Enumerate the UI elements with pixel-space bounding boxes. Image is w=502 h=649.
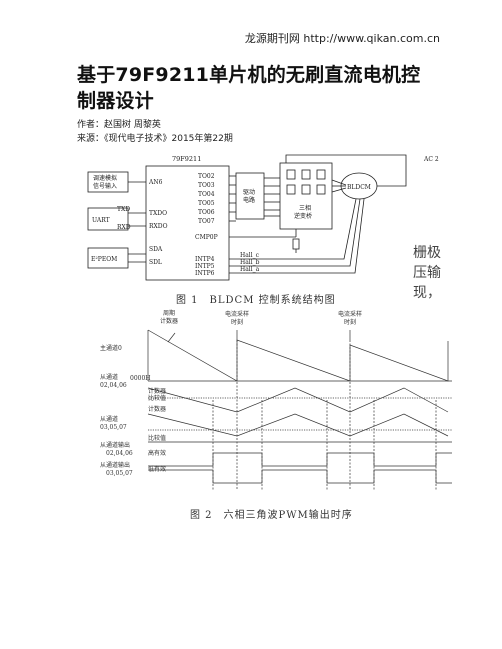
speed-input-line1: 调速模拟 xyxy=(93,174,117,182)
period-counter-line2: 计数器 xyxy=(160,317,178,325)
pin-cmp0p: CMP0P xyxy=(195,234,218,241)
article-source: 来源：《现代电子技术》2015年第22期 xyxy=(77,134,233,144)
uart-block xyxy=(87,207,129,231)
hall-a: Hall_a xyxy=(240,266,260,273)
sample1-line2: 时刻 xyxy=(231,318,243,326)
pin-to02: TO02 xyxy=(198,173,215,180)
compare1-label: 比较值 xyxy=(148,394,166,402)
inverter-line2: 逆变桥 xyxy=(294,212,312,220)
slave1-line2: 02,04,06 xyxy=(100,382,127,389)
counter1-label: 计数器 xyxy=(148,387,166,395)
chip-box xyxy=(145,165,230,281)
master-label: 主通道0 xyxy=(100,344,122,352)
chip-name: 79F9211 xyxy=(172,155,201,163)
out1-line1: 从通道输出 xyxy=(100,441,130,449)
site-header: 龙源期刊网 http://www.qikan.com.cn xyxy=(244,32,440,45)
article-author: 作者：赵国树 周黎英 xyxy=(77,120,161,130)
out1-level: 高有效 xyxy=(148,449,166,457)
pin-to04: TO04 xyxy=(198,191,215,198)
pin-sda: SDA xyxy=(149,246,163,253)
pin-to03: TO03 xyxy=(198,182,215,189)
txd-label: TXD xyxy=(117,206,130,213)
slave1-triangle xyxy=(147,387,449,413)
output2-pwm xyxy=(148,469,452,484)
out2-line2: 03,05,07 xyxy=(106,470,133,477)
sample2-line2: 时刻 xyxy=(344,318,356,326)
compare2-label: 比较值 xyxy=(148,434,166,442)
article-title: 基于79F9211单片机的无刷直流电机控制器设计 xyxy=(77,64,421,112)
eeprom-block xyxy=(87,247,129,269)
pin-intp6: INTP6 xyxy=(195,270,215,277)
drive-circuit-block xyxy=(235,172,265,220)
sense-resistor xyxy=(292,238,300,250)
rxd-label: RXD xyxy=(117,224,131,231)
sample1-line1: 电流采样 xyxy=(225,310,249,318)
side-text-2: 压输 xyxy=(413,265,441,281)
inverter-line1: 三相 xyxy=(299,204,311,212)
drive-line2: 电路 xyxy=(243,196,255,204)
pin-intp4: INTP4 xyxy=(195,256,215,263)
period-counter-line1: 周期 xyxy=(163,309,175,317)
out1-line2: 02,04,06 xyxy=(106,450,133,457)
pin-txdo: TXDO xyxy=(149,210,167,217)
pin-to06: TO06 xyxy=(198,209,215,216)
figure-2-caption: 图 2 六相三角波PWM输出时序 xyxy=(190,510,353,521)
pin-rxdo: RXDO xyxy=(149,223,168,230)
eeprom-label: E²PEOM xyxy=(91,256,117,263)
figure-1-caption: 图 1 BLDCM 控制系统结构图 xyxy=(176,295,336,306)
hall-b: Hall_b xyxy=(240,259,260,266)
pin-sdl: SDL xyxy=(149,259,162,266)
slave1-line1: 从通道 xyxy=(100,373,118,381)
uart-label: UART xyxy=(92,217,110,224)
pin-to07: TO07 xyxy=(198,218,215,225)
slave2-triangle xyxy=(147,413,449,437)
drive-line1: 驱动 xyxy=(243,189,255,196)
pin-intp5: INTP5 xyxy=(195,263,215,270)
hall-c: Hall_c xyxy=(240,252,260,259)
motor-label: BLDCM xyxy=(347,184,371,191)
side-text-1: 栅极 xyxy=(413,245,441,261)
slave2-line1: 从通道 xyxy=(100,415,118,423)
speed-input-line2: 信号输入 xyxy=(93,182,117,190)
slave2-line2: 03,05,07 xyxy=(100,424,127,431)
sample2-line1: 电流采样 xyxy=(338,310,362,318)
pin-an6: AN6 xyxy=(148,179,163,186)
ac-label: AC 2 xyxy=(423,156,439,163)
master-sawtooth xyxy=(147,329,449,382)
inverter-block xyxy=(279,162,333,230)
counter2-label: 计数器 xyxy=(148,405,166,413)
output1-pwm xyxy=(148,452,452,467)
out2-line1: 从通道输出 xyxy=(100,461,130,469)
out2-level: 低有效 xyxy=(148,465,166,473)
side-text-3: 现， xyxy=(413,285,441,301)
zero-label: 0000H xyxy=(130,375,151,382)
figure-2-timing xyxy=(147,329,452,490)
pin-to05: TO05 xyxy=(198,200,215,207)
